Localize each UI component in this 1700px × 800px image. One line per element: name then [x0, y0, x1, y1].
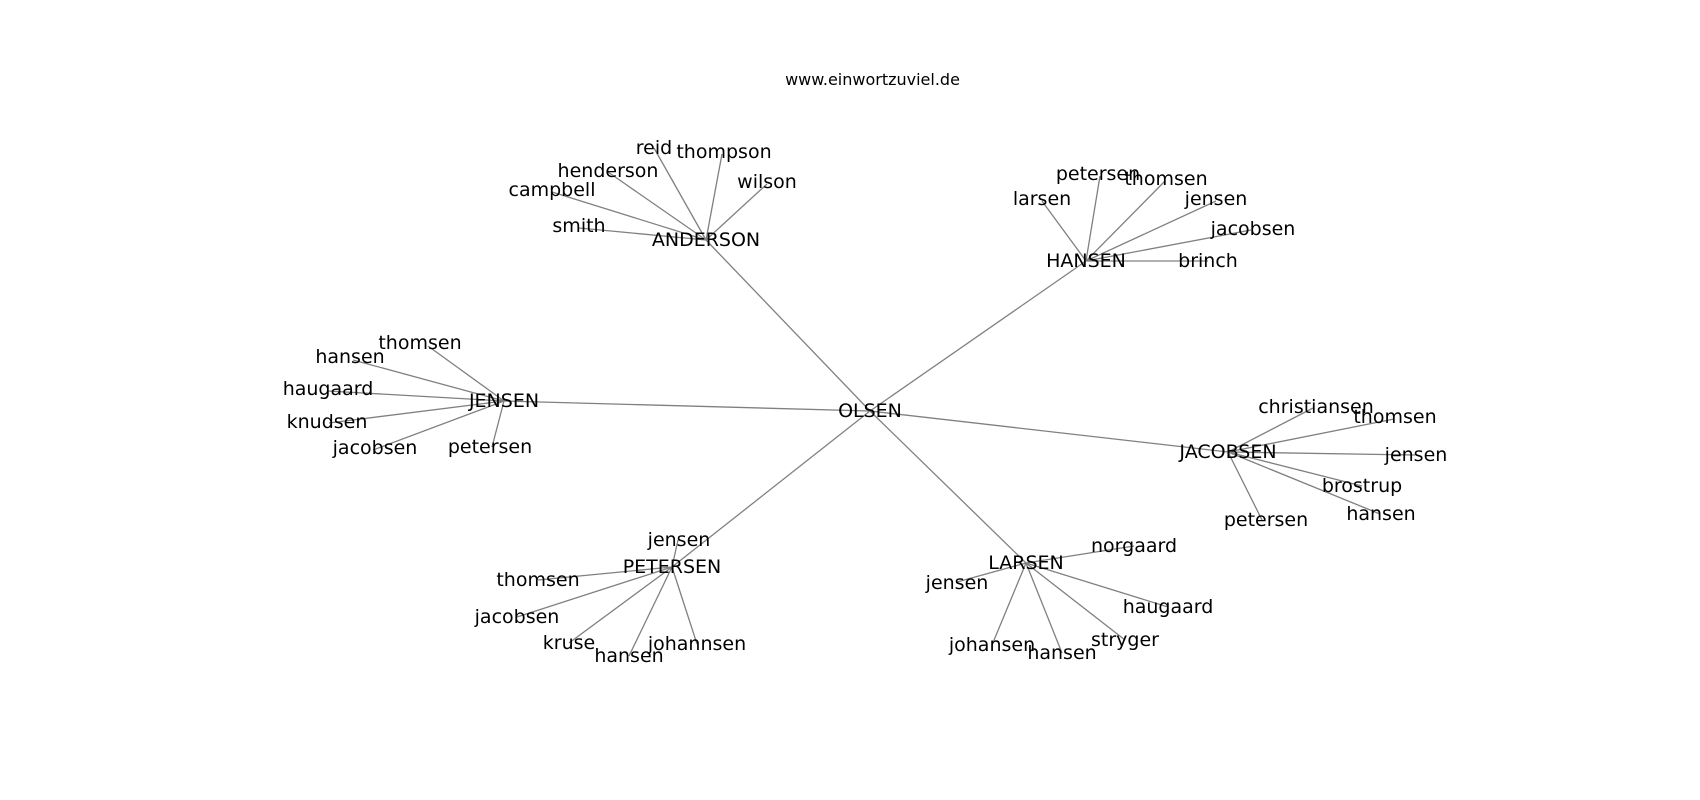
edge-petersen-jacobsen: [516, 566, 673, 618]
hub-node-larsen: LARSEN: [988, 552, 1064, 574]
edge-larsen-jensen: [956, 562, 1027, 583]
edge-olsen-jacobsen: [869, 410, 1229, 453]
leaf-node-larsen-hansen: hansen: [1027, 642, 1096, 664]
edge-jensen-knudsen: [328, 400, 505, 424]
leaf-node-hansen-jensen: jensen: [1184, 188, 1248, 210]
leaf-node-jensen-petersen: petersen: [448, 436, 532, 458]
edge-jacobsen-hansen: [1227, 451, 1381, 515]
edge-petersen-thomsen: [537, 566, 673, 581]
edge-jacobsen-brostrup: [1227, 451, 1363, 487]
leaf-node-petersen-hansen: hansen: [594, 645, 663, 667]
edge-hansen-thomsen: [1085, 180, 1166, 262]
leaf-node-larsen-norgaard: norgaard: [1091, 535, 1177, 557]
edge-olsen-jensen: [503, 400, 871, 412]
edge-petersen-kruse: [568, 566, 673, 644]
edge-olsen-hansen: [869, 260, 1087, 412]
edge-hansen-jensen: [1085, 200, 1217, 262]
leaf-node-hansen-brinch: brinch: [1178, 250, 1238, 272]
edge-jensen-petersen: [491, 400, 505, 448]
leaf-node-hansen-petersen: petersen: [1056, 163, 1140, 185]
edge-jensen-hansen: [352, 359, 505, 402]
leaf-node-anderson-reid: reid: [636, 137, 672, 159]
edge-anderson-thompson: [705, 153, 723, 241]
edge-anderson-smith: [578, 227, 707, 241]
center-node-olsen: OLSEN: [838, 400, 902, 422]
leaf-node-petersen-jensen: jensen: [647, 529, 711, 551]
leaf-node-anderson-wilson: wilson: [737, 171, 797, 193]
edge-jacobsen-jensen: [1227, 451, 1416, 456]
edge-jensen-jacobsen: [372, 400, 505, 451]
edge-olsen-anderson: [705, 239, 871, 412]
leaf-node-petersen-jacobsen: jacobsen: [474, 606, 560, 628]
edge-larsen-stryger: [1025, 562, 1126, 641]
edge-olsen-larsen: [869, 410, 1027, 564]
edge-anderson-henderson: [607, 171, 707, 241]
edge-hansen-jacobsen: [1085, 229, 1252, 262]
leaf-node-larsen-jensen: jensen: [925, 572, 989, 594]
leaf-node-anderson-campbell: campbell: [509, 179, 596, 201]
edge-jacobsen-petersen: [1227, 451, 1263, 521]
edge-petersen-johannsen: [671, 566, 698, 645]
leaf-node-anderson-henderson: henderson: [558, 160, 659, 182]
leaf-node-hansen-thomsen: thomsen: [1124, 168, 1207, 190]
leaf-node-jensen-hansen: hansen: [315, 346, 384, 368]
leaf-node-anderson-smith: smith: [552, 215, 605, 237]
leaf-node-jacobsen-brostrup: brostrup: [1322, 475, 1402, 497]
hub-node-jacobsen: JACOBSEN: [1178, 441, 1276, 463]
leaf-node-anderson-thompson: thompson: [676, 141, 771, 163]
leaf-node-petersen-kruse: kruse: [543, 632, 595, 654]
leaf-node-hansen-larsen: larsen: [1013, 188, 1071, 210]
leaf-node-jacobsen-hansen: hansen: [1346, 503, 1415, 525]
leaf-node-larsen-haugaard: haugaard: [1123, 596, 1214, 618]
edge-petersen-jensen: [671, 539, 679, 568]
edge-hansen-petersen: [1085, 175, 1101, 262]
edge-petersen-hansen: [628, 566, 673, 657]
edge-olsen-petersen: [671, 410, 871, 568]
edge-anderson-campbell: [551, 191, 707, 241]
page-title: www.einwortzuviel.de: [785, 70, 960, 89]
edge-larsen-haugaard: [1025, 562, 1169, 608]
edge-anderson-reid: [653, 147, 707, 241]
leaf-node-jensen-jacobsen: jacobsen: [332, 437, 418, 459]
leaf-node-hansen-jacobsen: jacobsen: [1210, 218, 1296, 240]
edge-larsen-hansen: [1025, 562, 1063, 654]
edge-jensen-thomsen: [427, 345, 505, 402]
hub-node-hansen: HANSEN: [1046, 250, 1126, 272]
leaf-node-jacobsen-jensen: jensen: [1384, 444, 1448, 466]
edge-jensen-haugaard: [327, 390, 505, 402]
edge-jacobsen-christiansen: [1227, 407, 1314, 453]
edge-larsen-norgaard: [1025, 545, 1135, 564]
leaf-node-jensen-haugaard: haugaard: [283, 378, 374, 400]
edge-hansen-larsen: [1041, 200, 1087, 262]
leaf-node-jacobsen-christiansen: christiansen: [1258, 396, 1374, 418]
leaf-node-larsen-stryger: stryger: [1091, 629, 1159, 651]
edge-anderson-wilson: [705, 183, 768, 241]
leaf-node-larsen-johansen: johansen: [948, 634, 1035, 656]
edge-jacobsen-thomsen: [1227, 418, 1395, 453]
leaf-node-petersen-thomsen: thomsen: [496, 569, 579, 591]
hub-node-jensen: JENSEN: [468, 390, 539, 412]
edges-layer: [327, 147, 1416, 657]
leaf-node-jensen-knudsen: knudsen: [287, 411, 368, 433]
leaf-node-jensen-thomsen: thomsen: [378, 332, 461, 354]
leaf-node-petersen-johannsen: johannsen: [647, 633, 746, 655]
edge-larsen-johansen: [991, 562, 1027, 646]
leaf-node-jacobsen-thomsen: thomsen: [1353, 406, 1436, 428]
hub-node-anderson: ANDERSON: [652, 229, 760, 251]
leaf-node-jacobsen-petersen: petersen: [1224, 509, 1308, 531]
hub-node-petersen: PETERSEN: [623, 556, 722, 578]
